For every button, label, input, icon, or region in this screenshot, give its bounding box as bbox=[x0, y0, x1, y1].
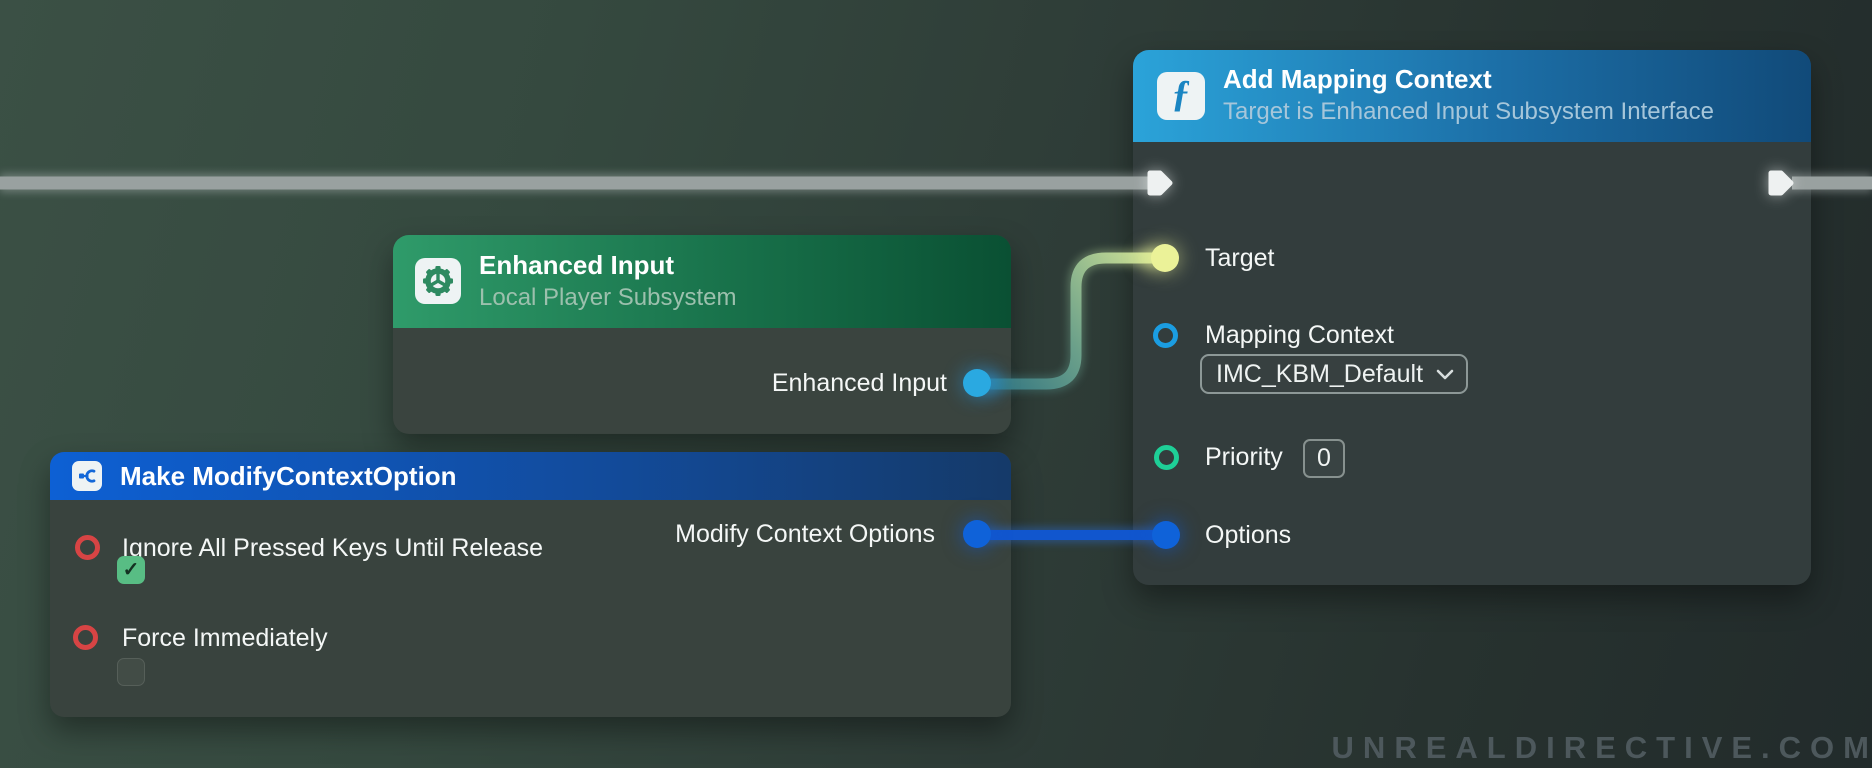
priority-value: 0 bbox=[1317, 444, 1331, 473]
mapping-context-dropdown-value: IMC_KBM_Default bbox=[1202, 360, 1436, 389]
priority-pin[interactable] bbox=[1154, 445, 1179, 470]
node-subtitle: Target is Enhanced Input Subsystem Inter… bbox=[1223, 97, 1714, 127]
options-pin[interactable] bbox=[1152, 521, 1180, 549]
modify-context-options-output-label: Modify Context Options bbox=[675, 519, 935, 549]
enhanced-input-output-label: Enhanced Input bbox=[772, 368, 947, 398]
exec-in-pin[interactable] bbox=[1145, 168, 1175, 198]
modify-context-options-output-pin[interactable] bbox=[963, 520, 991, 548]
node-title: Add Mapping Context bbox=[1223, 63, 1492, 95]
node-add-mapping-context[interactable]: ƒ Add Mapping Context Target is Enhanced… bbox=[1133, 50, 1811, 585]
gear-icon bbox=[415, 258, 461, 304]
function-icon: ƒ bbox=[1157, 72, 1205, 120]
mapping-context-pin-label: Mapping Context bbox=[1205, 320, 1394, 350]
check-icon: ✓ bbox=[123, 560, 140, 580]
target-pin[interactable] bbox=[1151, 244, 1179, 272]
ignore-all-pressed-keys-checkbox[interactable]: ✓ bbox=[117, 556, 145, 584]
node-make-modifycontextoption[interactable]: Make ModifyContextOption Ignore All Pres… bbox=[50, 452, 1011, 717]
chevron-down-icon bbox=[1436, 369, 1454, 380]
priority-value-input[interactable]: 0 bbox=[1303, 439, 1345, 478]
priority-pin-label: Priority bbox=[1205, 442, 1283, 472]
ignore-all-pressed-keys-pin[interactable] bbox=[75, 535, 100, 560]
node-title: Enhanced Input bbox=[479, 249, 674, 281]
options-pin-label: Options bbox=[1205, 520, 1291, 550]
mapping-context-pin[interactable] bbox=[1153, 323, 1178, 348]
ignore-all-pressed-keys-label: Ignore All Pressed Keys Until Release bbox=[122, 533, 543, 563]
watermark-text: UNREALDIRECTIVE.COM bbox=[1332, 730, 1872, 766]
force-immediately-pin[interactable] bbox=[73, 625, 98, 650]
force-immediately-checkbox[interactable]: ✓ bbox=[117, 658, 145, 686]
node-subtitle: Local Player Subsystem bbox=[479, 283, 736, 313]
force-immediately-label: Force Immediately bbox=[122, 623, 328, 653]
exec-out-pin[interactable] bbox=[1766, 168, 1796, 198]
target-pin-label: Target bbox=[1205, 243, 1274, 273]
mapping-context-dropdown[interactable]: IMC_KBM_Default bbox=[1200, 354, 1468, 394]
make-struct-icon bbox=[72, 461, 102, 491]
node-title: Make ModifyContextOption bbox=[120, 452, 457, 500]
enhanced-input-output-pin[interactable] bbox=[963, 369, 991, 397]
node-enhanced-input-subsystem[interactable]: Enhanced Input Local Player Subsystem En… bbox=[393, 235, 1011, 434]
